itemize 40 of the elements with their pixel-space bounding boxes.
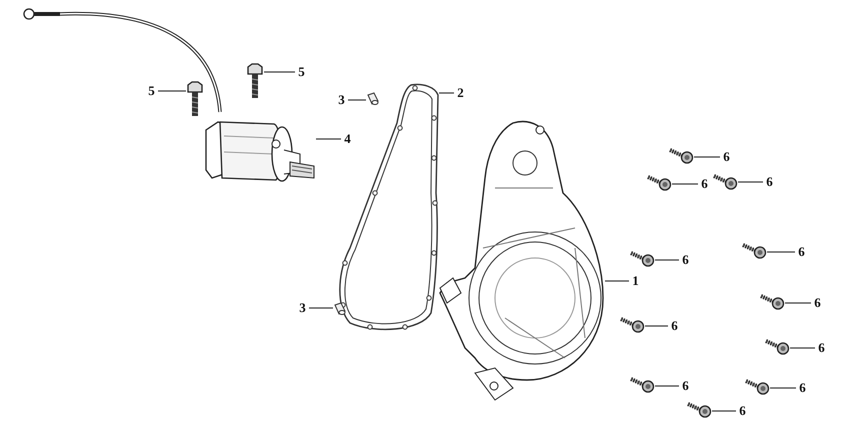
flange-bolt-drawing xyxy=(687,401,712,418)
bolt-drawing xyxy=(186,81,204,117)
flange-bolt-drawing xyxy=(630,376,655,393)
leader-line xyxy=(694,156,720,158)
flange-bolt-drawing xyxy=(669,147,694,164)
callout-number: 3 xyxy=(298,300,307,316)
flange-bolt-drawing xyxy=(760,293,785,310)
callout-number: 6 xyxy=(670,318,679,334)
bolt-drawing xyxy=(246,63,264,99)
callout-number: 4 xyxy=(343,131,352,147)
flange-bolt-drawing xyxy=(765,338,790,355)
callout-number: 5 xyxy=(147,83,156,99)
flange-bolt-drawing xyxy=(630,250,655,267)
dowel-pin-drawing xyxy=(333,302,346,315)
callout-number: 2 xyxy=(456,85,465,101)
callout-number: 6 xyxy=(813,295,822,311)
callout-number: 6 xyxy=(681,378,690,394)
callout-number: 5 xyxy=(297,64,306,80)
callout-number: 6 xyxy=(765,174,774,190)
leader-line xyxy=(784,302,812,304)
flange-bolt-drawing xyxy=(742,242,767,259)
callout-number: 6 xyxy=(798,380,807,396)
flange-bolt-drawing xyxy=(647,174,672,191)
leader-line xyxy=(438,92,454,94)
flange-bolt-drawing xyxy=(745,378,770,395)
dowel-pin-drawing xyxy=(366,92,379,105)
leader-line xyxy=(158,90,186,92)
leader-line xyxy=(604,280,630,282)
callout-number: 6 xyxy=(797,244,806,260)
callout-number: 6 xyxy=(722,149,731,165)
callout-number: 6 xyxy=(817,340,826,356)
flange-bolt-drawing xyxy=(713,173,738,190)
leader-line xyxy=(712,410,736,412)
callout-number: 1 xyxy=(631,273,640,289)
callout-number: 3 xyxy=(337,92,346,108)
leader-line xyxy=(316,138,342,140)
callout-number: 6 xyxy=(681,252,690,268)
flange-bolt-drawing xyxy=(620,316,645,333)
callout-number: 6 xyxy=(700,176,709,192)
callout-number: 6 xyxy=(738,403,747,419)
